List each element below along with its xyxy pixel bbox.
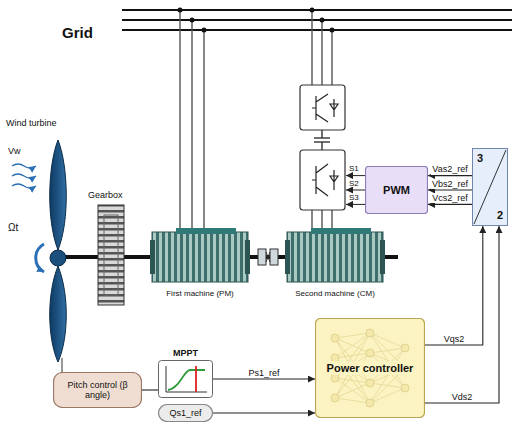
grid-side-converter [300,85,345,130]
signal-connector [142,389,158,390]
rotation-arrow [36,244,44,272]
node-text: Power controller [325,361,416,376]
grid-label-holder: Grid [62,24,93,41]
signal-name: Vcs2_ref [432,193,468,203]
part-label-holder: Gearbox [88,190,123,200]
signal-name: Vqs2 [444,334,465,344]
machine-symbol-shape [150,228,250,286]
signal-name: Ωt [8,222,18,234]
part-label: Gearbox [88,190,123,200]
machine-label: Second machine (CM) [255,289,415,298]
dc-link-capacitor [314,130,330,150]
pwm-block: PWM [365,166,428,214]
pitch-box: Pitch control (β angle) [53,372,142,408]
signal-name-holder: S1 [349,164,359,173]
node-text: 2 [497,209,503,222]
machine-symbol-shape [285,228,385,286]
signal-name: Vas2_ref [432,164,467,174]
signal-name-holder: Vw [8,146,21,156]
signal-connector [425,226,499,403]
signal-name: Vds2 [452,392,473,402]
machine-label: First machine (PM) [120,289,280,298]
gearbox [98,205,124,305]
text-holder: Pitch control (β angle) [56,372,139,408]
text-holder: Power controller [318,318,422,418]
signal-name: S3 [349,193,359,202]
text-holder: PWM [368,166,425,214]
rotor-side-converter [300,150,345,210]
text-holder: MPPT [148,348,223,358]
transform-block: 32 [472,148,508,226]
part-label-holder: Wind turbine [6,118,57,128]
junction-dots [178,8,335,33]
signal-connector [213,378,315,379]
machine-symbol: First machine (PM) [150,228,250,286]
edge-label-holder: Vbs2_ref [431,179,469,189]
node-text: PWM [383,184,410,197]
mppt-box: MPPT [158,360,213,398]
signal-name-holder: S2 [349,179,359,188]
edge-label-holder: Vcs2_ref [431,193,469,203]
signal-name-holder: Ωt [8,222,18,234]
signal-name: Vbs2_ref [432,179,468,189]
node-text: Pitch control (β angle) [56,380,139,401]
edge-label-holder: Vds2 [451,392,474,402]
signal-name: S2 [349,179,359,188]
edge-label-holder: Ps1_ref [247,368,280,378]
signal-connector [213,412,315,413]
signal-name: Ps1_ref [248,368,279,378]
signal-name-holder: S3 [349,193,359,202]
machine-symbol: Second machine (CM) [285,228,385,286]
mppt-box-shape [158,360,213,398]
text-holder: 3 [477,152,483,165]
signal-connector [428,175,472,176]
node-text: 3 [477,152,483,165]
text-holder: Qs1_ref [161,404,210,422]
node-text: Qs1_ref [169,408,201,418]
controller-box: Power controller [315,318,425,418]
gate-signals [346,176,365,205]
signal-name: S1 [349,164,359,173]
node-text: MPPT [148,348,223,358]
shaft-coupling [258,249,278,265]
edge-label-holder: Vqs2 [443,334,466,344]
signal-name: Vw [8,146,21,156]
signal-connector [428,204,472,205]
pitch-feedback-wire [61,358,62,372]
grid-label: Grid [62,24,93,41]
part-label: Wind turbine [6,118,57,128]
wind-turbine [50,140,67,362]
text-holder: First machine (PM) [120,289,280,298]
text-holder: 2 [497,209,503,222]
wind-arrows [12,164,36,188]
edge-label-holder: Vas2_ref [431,164,468,174]
signal-connector [428,189,472,190]
signal-connector [425,226,483,345]
reference-box: Qs1_ref [158,404,213,422]
text-holder: Second machine (CM) [255,289,415,298]
